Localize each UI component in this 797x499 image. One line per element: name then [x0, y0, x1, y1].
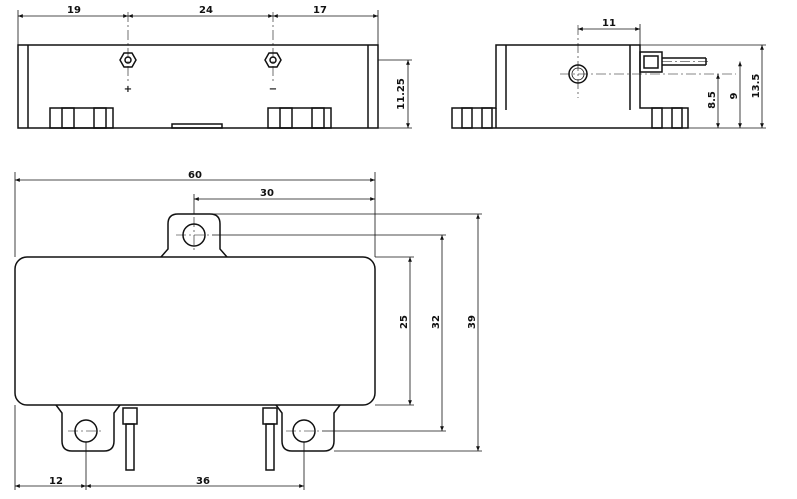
dim-8-5: 8.5 [707, 91, 718, 109]
top-view: 60 30 25 32 39 12 36 [14, 170, 482, 490]
dim-19: 19 [67, 5, 81, 16]
dim-9: 9 [729, 92, 740, 99]
dim-36: 36 [196, 476, 210, 487]
dim-30: 30 [260, 188, 274, 199]
dim-39: 39 [467, 315, 478, 329]
dim-17: 17 [313, 5, 327, 16]
dim-32: 32 [431, 315, 442, 329]
dim-13-5: 13.5 [751, 74, 762, 99]
minus-label: − [269, 84, 277, 95]
dim-12: 12 [49, 476, 63, 487]
dim-25: 25 [399, 315, 410, 329]
front-view: + − 19 24 17 11.25 [17, 5, 412, 129]
side-view: 11 8.5 9 13.5 [451, 18, 766, 129]
plus-label: + [124, 84, 132, 95]
dim-24: 24 [199, 5, 213, 16]
dim-11-25: 11.25 [396, 78, 407, 110]
dim-60: 60 [188, 170, 202, 181]
dim-11: 11 [602, 18, 616, 29]
